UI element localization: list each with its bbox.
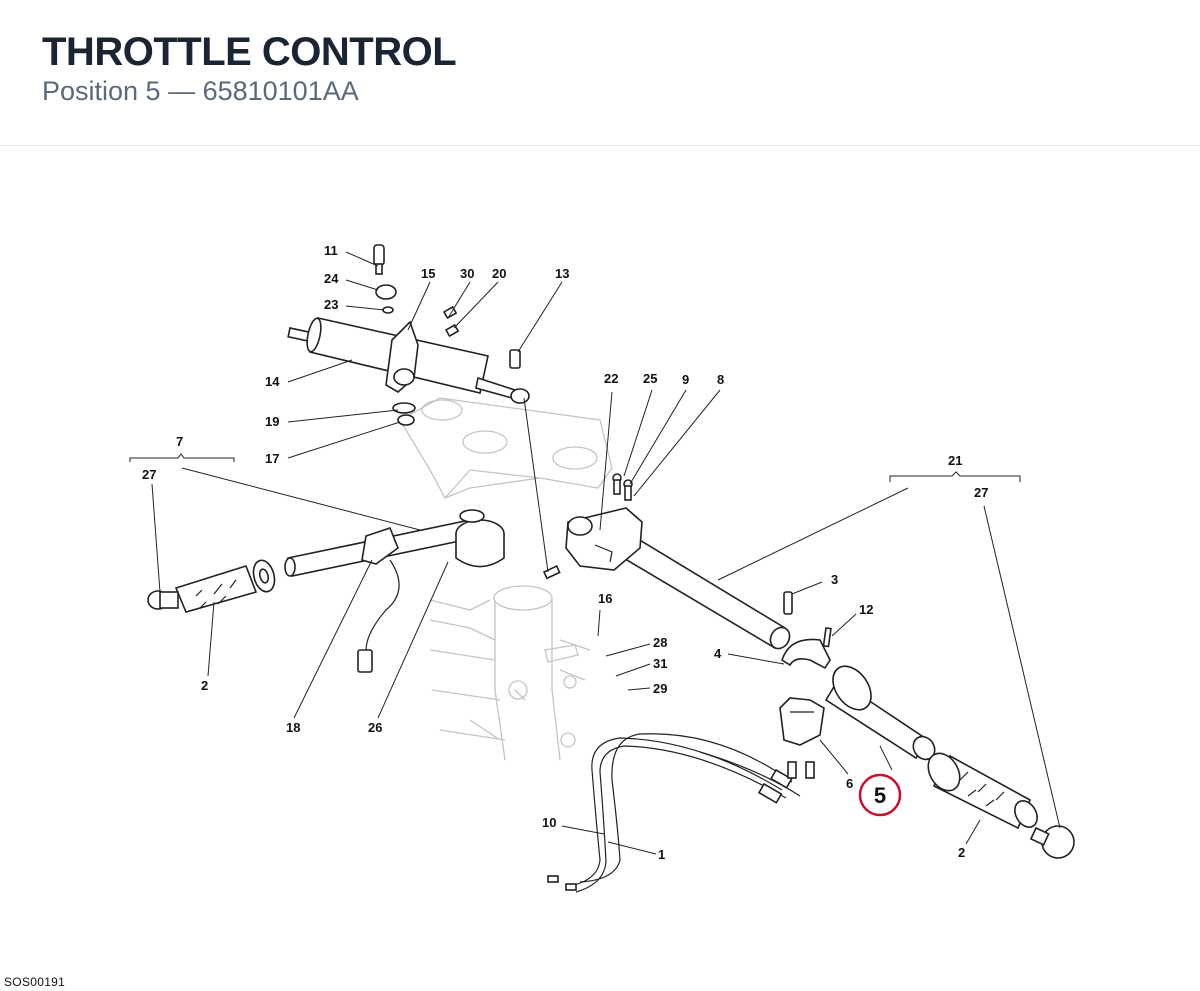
- callout-10: 10: [542, 815, 556, 830]
- callout-9: 9: [682, 372, 689, 387]
- callout-2-left: 2: [201, 678, 208, 693]
- throttle-tube-highlighted: [824, 665, 936, 761]
- callout-15: 15: [421, 266, 435, 281]
- callout-28: 28: [653, 635, 667, 650]
- callout-31: 31: [653, 656, 667, 671]
- handlebar-assembly: [542, 473, 791, 650]
- callout-7: 7: [176, 434, 183, 449]
- callout-30: 30: [460, 266, 474, 281]
- callout-27-left: 27: [142, 467, 156, 482]
- callout-4: 4: [714, 646, 722, 661]
- bracket-21: [889, 471, 1021, 482]
- diagram-reference-code: SOS00191: [4, 975, 66, 989]
- callout-16: 16: [598, 591, 612, 606]
- callout-1: 1: [658, 847, 665, 862]
- page-subtitle: Position 5 — 65810101AA: [42, 76, 359, 106]
- callout-20: 20: [492, 266, 506, 281]
- callout-14: 14: [265, 374, 280, 389]
- highlight-ring: [858, 773, 902, 817]
- page-header: THROTTLE CONTROL Position 5 — 65810101AA: [0, 0, 1200, 146]
- callout-26: 26: [368, 720, 382, 735]
- callout-18: 18: [286, 720, 300, 735]
- left-handlebar: [147, 509, 505, 673]
- callout-25: 25: [643, 371, 657, 386]
- highlighted-callout-5: 5: [858, 773, 902, 817]
- callout-2-right: 2: [958, 845, 965, 860]
- callout-24: 24: [324, 271, 339, 286]
- callout-3: 3: [831, 572, 838, 587]
- bracket-7: [129, 453, 235, 462]
- callout-22: 22: [604, 371, 618, 386]
- callout-19: 19: [265, 414, 279, 429]
- right-grip: [927, 752, 1075, 859]
- callout-29: 29: [653, 681, 667, 696]
- callout-6: 6: [846, 776, 853, 791]
- page-title: THROTTLE CONTROL: [42, 30, 457, 74]
- leader-lines: [151, 251, 1061, 855]
- callout-23: 23: [324, 297, 338, 312]
- frame-ghost: [399, 397, 613, 761]
- callout-17: 17: [265, 451, 279, 466]
- callout-27-right: 27: [974, 485, 988, 500]
- highlight-label: 5: [874, 783, 886, 808]
- throttle-cables: [547, 733, 815, 893]
- callout-labels: 11 24 23 15 30 20 13 14 19 17 7 27 2 18 …: [142, 243, 988, 862]
- throttle-housing: [779, 591, 832, 746]
- callout-8: 8: [717, 372, 724, 387]
- callout-12: 12: [859, 602, 873, 617]
- callout-21: 21: [948, 453, 962, 468]
- callout-13: 13: [555, 266, 569, 281]
- callout-11: 11: [324, 243, 338, 258]
